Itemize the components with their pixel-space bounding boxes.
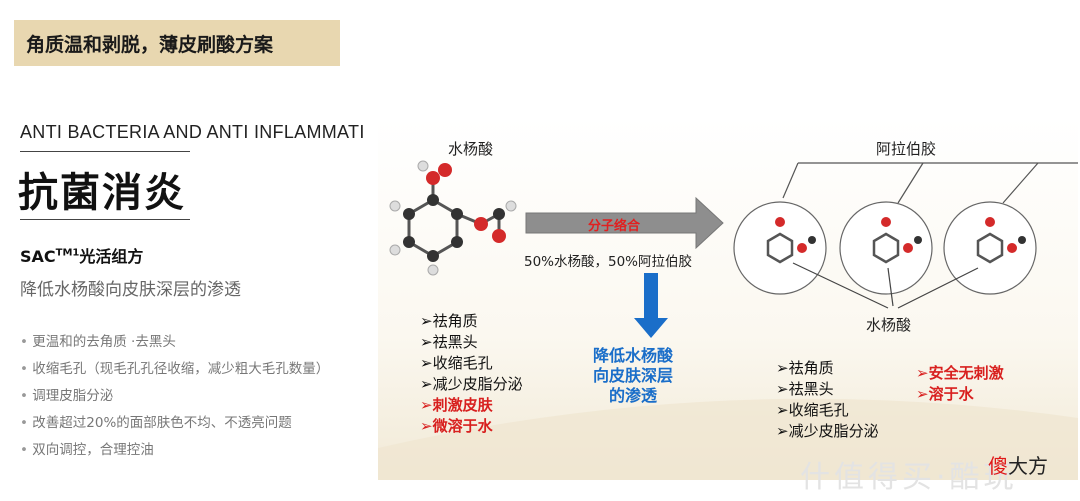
divider-top <box>20 151 190 152</box>
arrow-label: 分子络合 <box>588 219 641 234</box>
pointer-line <box>792 262 889 309</box>
diagram-panel: 水杨酸 阿拉伯胶 分子络合 50%水杨酸，50%阿拉伯胶 水杨酸 ➢祛角质 ➢祛… <box>378 118 1078 480</box>
diagram-svg <box>378 160 1078 480</box>
bottom-salicylic-label: 水杨酸 <box>866 316 912 334</box>
list-item: 更温和的去角质 ·去黑头 <box>20 330 329 357</box>
list-item: ➢刺激皮肤 <box>420 396 493 414</box>
subtitle: 降低水杨酸向皮肤深层的渗透 <box>20 280 241 300</box>
list-item: ➢收缩毛孔 <box>776 401 849 419</box>
header-title: 角质温和剥脱，薄皮刷酸方案 <box>26 33 274 56</box>
benefit-list: 更温和的去角质 ·去黑头 收缩毛孔（现毛孔孔径收缩，减少粗大毛孔数量） 调理皮脂… <box>20 330 329 465</box>
list-item: ➢祛角质 <box>420 312 478 330</box>
sac-prefix: SAC <box>20 247 56 266</box>
list-item: ➢安全无刺激 <box>916 364 1004 382</box>
divider-bottom <box>20 219 190 220</box>
list-item: ➢祛角质 <box>776 359 834 377</box>
pointer-line <box>887 267 894 307</box>
watermark: 什值得买·酷玩 <box>800 460 1018 495</box>
english-heading: ANTI BACTERIA AND ANTI INFLAMMATI <box>20 122 365 142</box>
gum-circle <box>733 201 827 295</box>
right-red-list: ➢安全无刺激 ➢溶于水 <box>916 363 1004 405</box>
list-item: 收缩毛孔（现毛孔孔径收缩，减少粗大毛孔数量） <box>20 357 329 384</box>
right-effect-list: ➢祛角质 ➢祛黑头 ➢收缩毛孔 ➢减少皮脂分泌 <box>776 358 879 442</box>
list-item: ➢溶于水 <box>916 385 974 403</box>
left-effect-list: ➢祛角质 ➢祛黑头 ➢收缩毛孔 ➢减少皮脂分泌 ➢刺激皮肤 ➢微溶于水 <box>420 311 523 437</box>
logo-black: 大方 <box>1008 454 1048 478</box>
gum-circle <box>943 201 1037 295</box>
big-title: 抗菌消炎 <box>18 170 186 216</box>
callout-line: 向皮肤深层 <box>593 366 674 385</box>
gum-label: 阿拉伯胶 <box>876 140 937 158</box>
site-logo: 傻大方 <box>988 450 1048 479</box>
gum-circle <box>839 201 933 295</box>
ratio-text: 50%水杨酸，50%阿拉伯胶 <box>524 254 693 270</box>
complex-arrow <box>525 196 724 250</box>
pointer-line <box>897 267 979 309</box>
list-item: ➢减少皮脂分泌 <box>420 375 523 393</box>
list-item: ➢祛黑头 <box>420 333 478 351</box>
list-item: ➢微溶于水 <box>420 417 493 435</box>
bracket-line <box>782 162 799 199</box>
bracket-line <box>1002 162 1039 204</box>
down-arrow <box>634 273 668 338</box>
list-item: 双向调控，合理控油 <box>20 438 329 465</box>
list-item: ➢收缩毛孔 <box>420 354 493 372</box>
list-item: ➢减少皮脂分泌 <box>776 422 879 440</box>
salicylic-molecule <box>389 160 517 276</box>
header-banner: 角质温和剥脱，薄皮刷酸方案 <box>14 20 340 66</box>
list-item: 调理皮脂分泌 <box>20 384 329 411</box>
formula-name: SACTM1光活组方 <box>20 243 143 267</box>
sac-sup: TM1 <box>55 247 80 259</box>
logo-red: 傻 <box>988 454 1008 478</box>
background-swoosh <box>378 398 1078 480</box>
salicylic-label: 水杨酸 <box>448 140 494 158</box>
list-item: 改善超过20%的面部肤色不均、不透亮问题 <box>20 411 329 438</box>
bracket-line <box>897 162 924 204</box>
callout-line: 的渗透 <box>609 386 658 405</box>
sac-suffix: 光活组方 <box>79 247 144 266</box>
blue-callout: 降低水杨酸 向皮肤深层 的渗透 <box>593 346 673 406</box>
list-item: ➢祛黑头 <box>776 380 834 398</box>
callout-line: 降低水杨酸 <box>593 346 674 365</box>
